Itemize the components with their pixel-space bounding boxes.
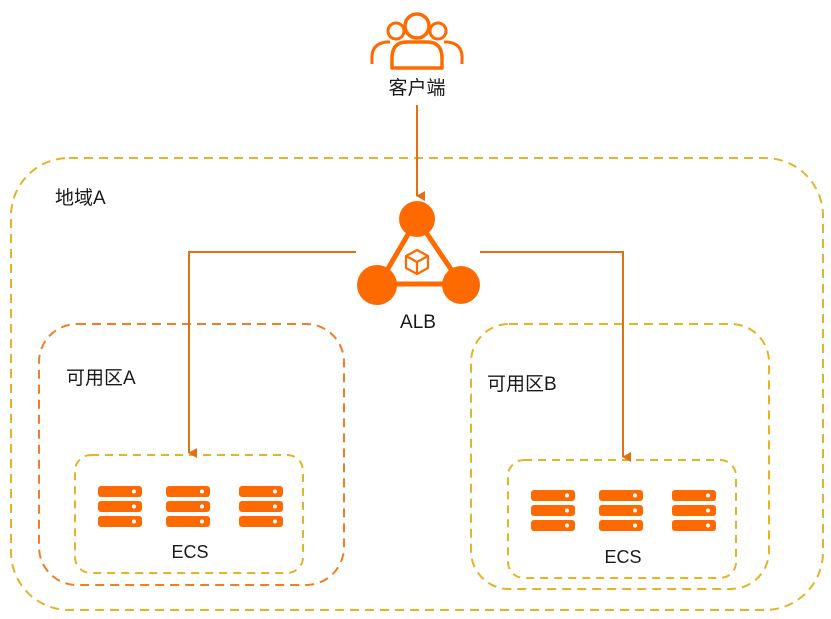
users-icon bbox=[370, 12, 464, 70]
server-icon bbox=[166, 486, 210, 527]
zone-b-container bbox=[470, 323, 770, 590]
ecs-group-a-servers bbox=[98, 486, 283, 527]
server-icon bbox=[239, 486, 283, 527]
zone-a-label: 可用区A bbox=[66, 368, 136, 389]
client-label: 客户端 bbox=[388, 77, 445, 99]
zone-a-container bbox=[38, 323, 345, 586]
region-label: 地域A bbox=[55, 187, 106, 209]
alb-icon bbox=[357, 201, 480, 305]
ecs-group-b-servers bbox=[531, 490, 716, 531]
server-icon bbox=[599, 490, 643, 531]
arrow-alb-to-zone-b bbox=[480, 251, 631, 462]
server-icon bbox=[531, 490, 575, 531]
alb-label: ALB bbox=[400, 312, 436, 333]
cube-icon bbox=[404, 248, 430, 276]
ecs-group-a-label: ECS bbox=[171, 542, 208, 562]
arrow-alb-to-zone-a bbox=[188, 251, 356, 458]
zone-b-label: 可用区B bbox=[487, 374, 557, 395]
server-icon bbox=[672, 490, 716, 531]
ecs-group-b-label: ECS bbox=[604, 547, 641, 567]
server-icon bbox=[98, 486, 142, 527]
